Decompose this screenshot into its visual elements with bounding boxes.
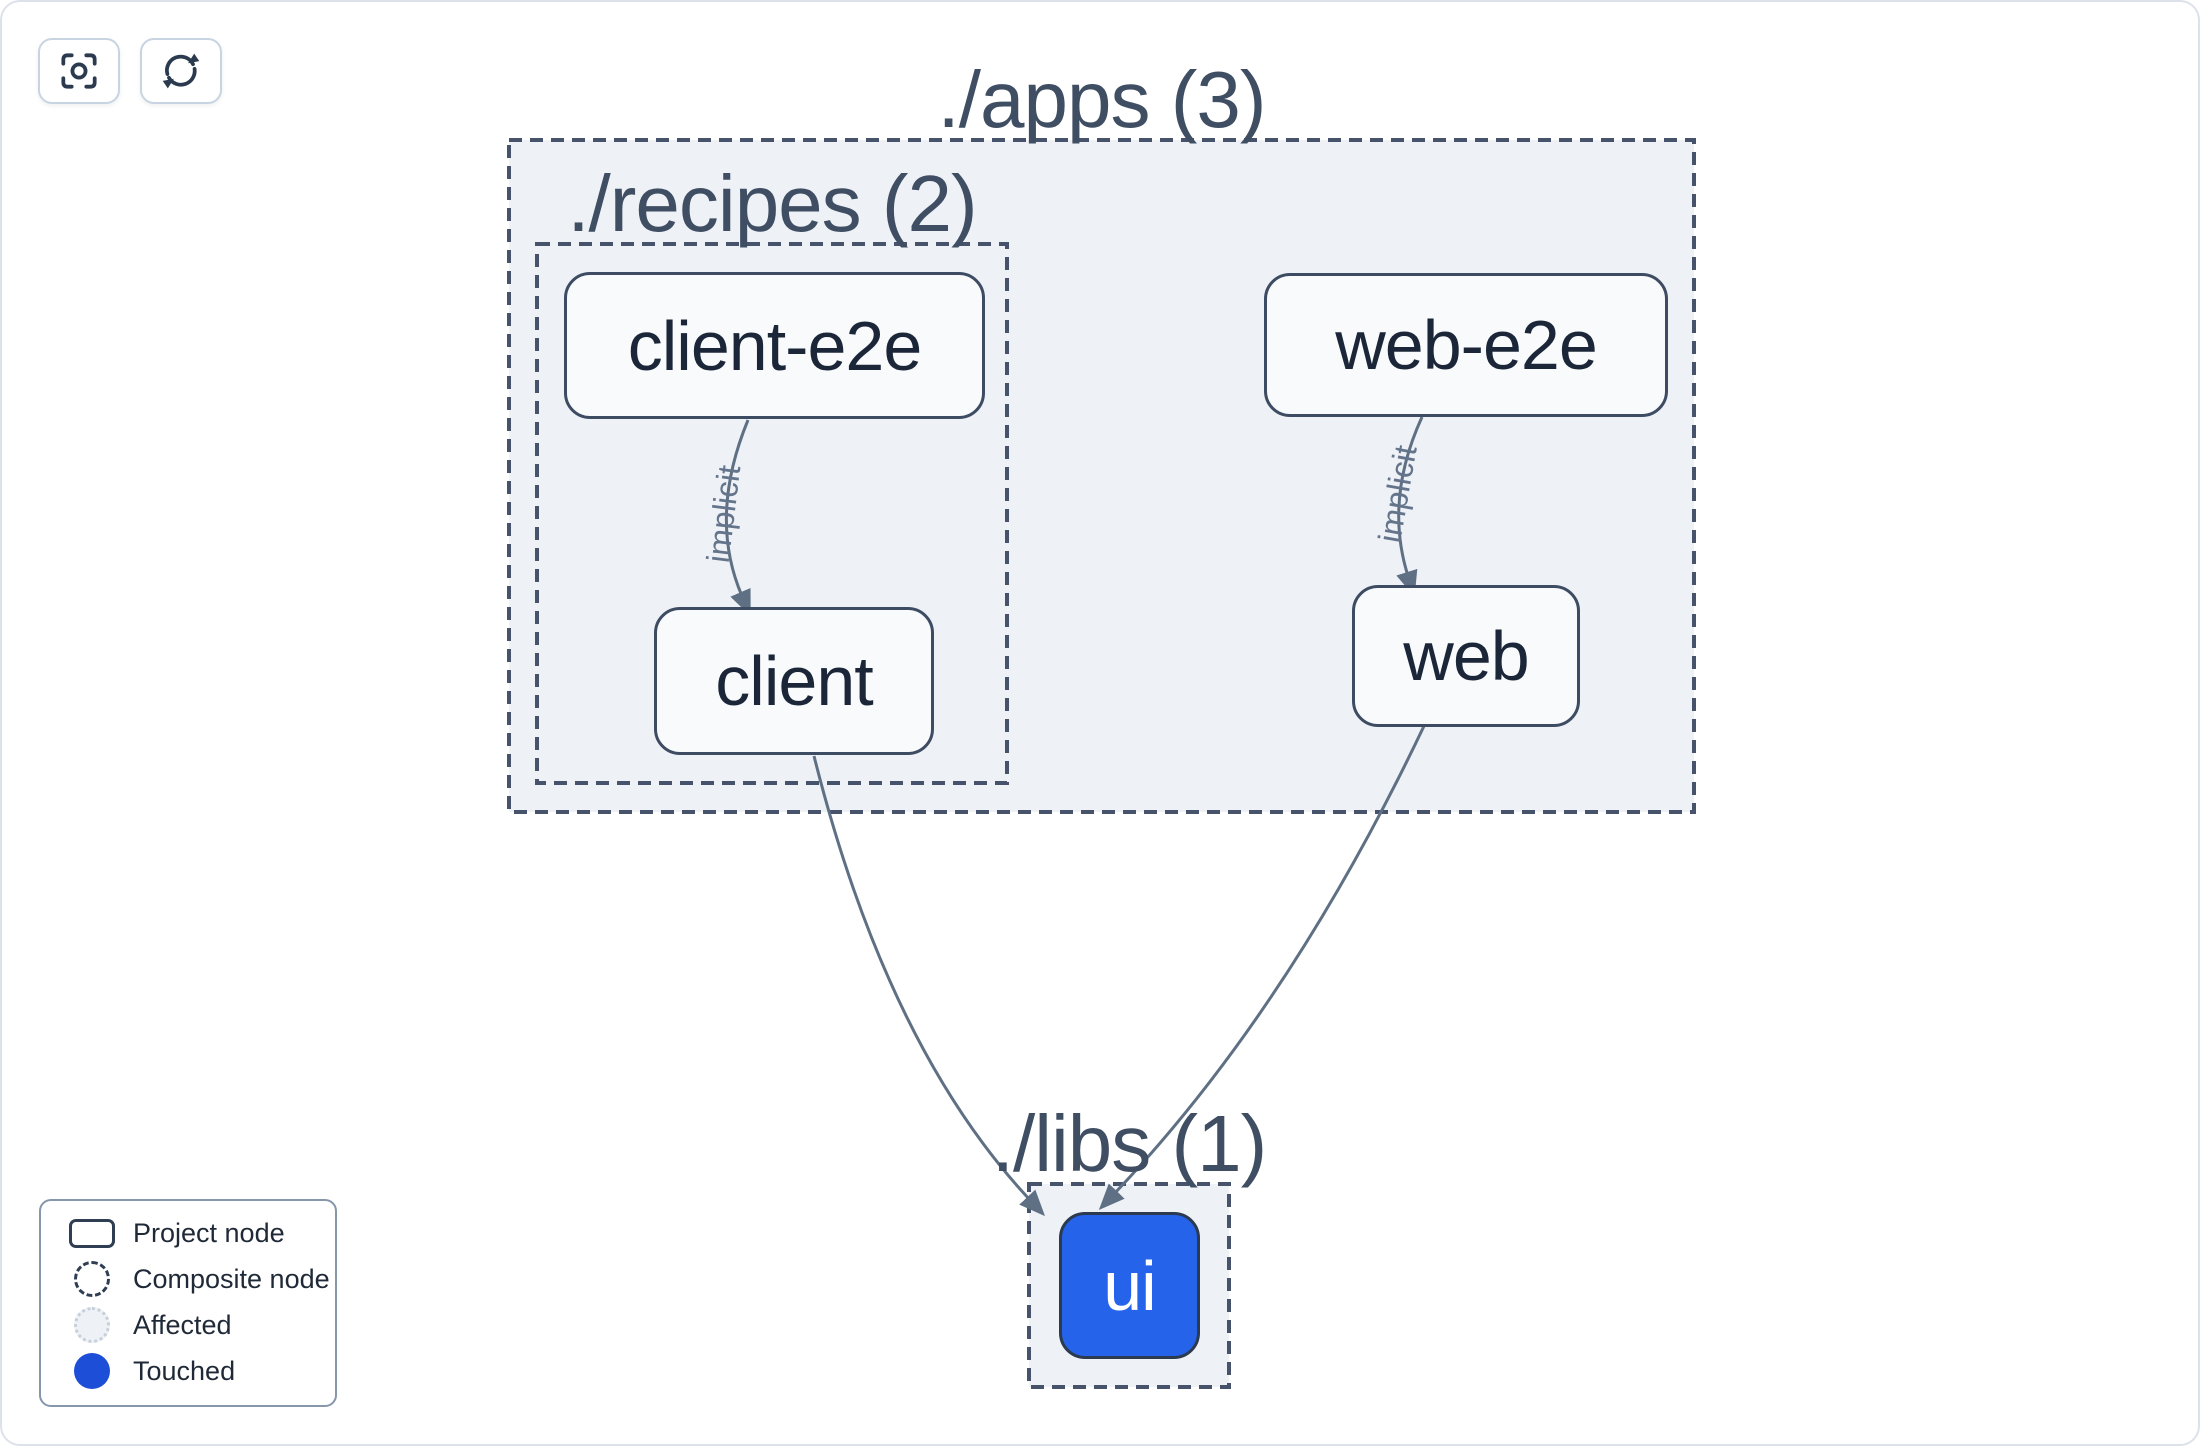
legend-item-composite-node: Composite node	[41, 1256, 335, 1302]
container-title-apps[interactable]: ./apps (3)	[937, 55, 1267, 144]
legend-item-touched: Touched	[41, 1348, 335, 1394]
project-node-client-e2e[interactable]: client-e2e	[564, 272, 985, 419]
touched-swatch-icon	[63, 1353, 121, 1389]
legend-label: Project node	[133, 1217, 285, 1248]
legend: Project node Composite node Affected Tou…	[39, 1199, 337, 1407]
legend-label: Touched	[133, 1355, 236, 1386]
edge-web-e2e-to-web[interactable]	[1396, 416, 1424, 597]
composite-node-swatch-icon	[63, 1261, 121, 1297]
refresh-graph-button[interactable]	[140, 38, 222, 104]
legend-label: Affected	[133, 1309, 232, 1340]
node-label: client	[715, 642, 873, 720]
legend-item-project-node: Project node	[41, 1210, 335, 1256]
focus-crosshair-icon	[56, 48, 102, 94]
edge-client-e2e-to-client[interactable]	[724, 419, 751, 617]
container-title-recipes[interactable]: ./recipes (2)	[567, 159, 977, 248]
focus-graph-button[interactable]	[38, 38, 120, 104]
node-label: client-e2e	[627, 306, 923, 385]
container-title-libs[interactable]: ./libs (1)	[991, 1099, 1268, 1188]
project-node-web[interactable]: web	[1352, 585, 1580, 727]
node-label: ui	[1103, 1246, 1156, 1325]
legend-label: Composite node	[133, 1263, 330, 1294]
project-node-swatch-icon	[63, 1218, 121, 1248]
node-label: web	[1403, 617, 1529, 695]
project-node-web-e2e[interactable]: web-e2e	[1264, 273, 1668, 417]
edge-web-to-ui[interactable]	[1098, 725, 1426, 1210]
affected-swatch-icon	[63, 1307, 121, 1343]
project-node-ui[interactable]: ui	[1059, 1212, 1200, 1359]
node-label: web-e2e	[1335, 306, 1598, 384]
legend-item-affected: Affected	[41, 1302, 335, 1348]
project-node-client[interactable]: client	[654, 607, 934, 755]
refresh-icon	[158, 48, 204, 94]
edge-client-to-ui[interactable]	[812, 755, 1046, 1217]
